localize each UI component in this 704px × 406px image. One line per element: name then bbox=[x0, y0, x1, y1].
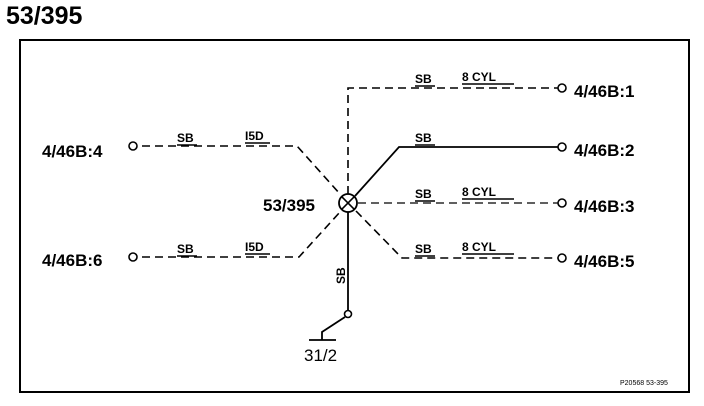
variant-label: I5D bbox=[245, 240, 264, 254]
connection-4-46b-6: 4/46B:6 SB I5D bbox=[42, 211, 341, 270]
terminal-label: 4/46B:6 bbox=[42, 251, 102, 270]
terminal-label: 4/46B:4 bbox=[42, 142, 103, 161]
terminal-pin-icon bbox=[557, 142, 567, 152]
terminal-pin-icon bbox=[557, 198, 567, 208]
wire-path bbox=[142, 145, 341, 195]
connection-4-46b-1: 4/46B:1 SB 8 CYL bbox=[347, 70, 634, 194]
wire-color-label: SB bbox=[415, 242, 432, 256]
diagram-title: 53/395 bbox=[6, 2, 83, 30]
terminal-pin-icon bbox=[557, 83, 567, 93]
variant-label: 8 CYL bbox=[462, 70, 496, 84]
terminal-pin-icon bbox=[557, 253, 567, 263]
connection-4-46b-2: 4/46B:2 SB bbox=[354, 131, 634, 197]
splice-label: 53/395 bbox=[263, 196, 315, 215]
wire-color-label: SB bbox=[415, 131, 432, 145]
wire-color-label: SB bbox=[415, 187, 432, 201]
wire-color-label: SB bbox=[334, 267, 348, 284]
ground-label: 31/2 bbox=[304, 346, 337, 365]
terminal-pin-icon bbox=[128, 252, 138, 262]
wire-path bbox=[347, 87, 558, 194]
variant-label: 8 CYL bbox=[462, 185, 496, 199]
switch-arm bbox=[321, 316, 346, 340]
wire-path bbox=[355, 210, 558, 259]
wire-path bbox=[354, 146, 558, 197]
terminal-label: 4/46B:3 bbox=[574, 197, 634, 216]
terminal-label: 4/46B:2 bbox=[574, 141, 634, 160]
connection-4-46b-4: 4/46B:4 SB I5D bbox=[42, 129, 341, 195]
connection-4-46b-3: 4/46B:3 SB 8 CYL bbox=[358, 185, 634, 216]
wire-color-label: SB bbox=[177, 242, 194, 256]
wire-color-label: SB bbox=[177, 131, 194, 145]
variant-label: I5D bbox=[245, 129, 264, 143]
ground-connection: SB 31/2 bbox=[304, 212, 353, 365]
terminal-pin-icon bbox=[128, 141, 138, 151]
terminal-label: 4/46B:5 bbox=[574, 252, 634, 271]
terminal-pin-icon bbox=[343, 309, 353, 319]
wire-color-label: SB bbox=[415, 72, 432, 86]
connection-4-46b-5: 4/46B:5 SB 8 CYL bbox=[355, 210, 634, 271]
splice-point: 53/395 bbox=[263, 193, 358, 215]
terminal-label: 4/46B:1 bbox=[574, 82, 634, 101]
reference-code: P20568 53-395 bbox=[620, 380, 668, 387]
variant-label: 8 CYL bbox=[462, 240, 496, 254]
diagram-frame bbox=[19, 39, 690, 393]
wire-path bbox=[142, 211, 341, 258]
